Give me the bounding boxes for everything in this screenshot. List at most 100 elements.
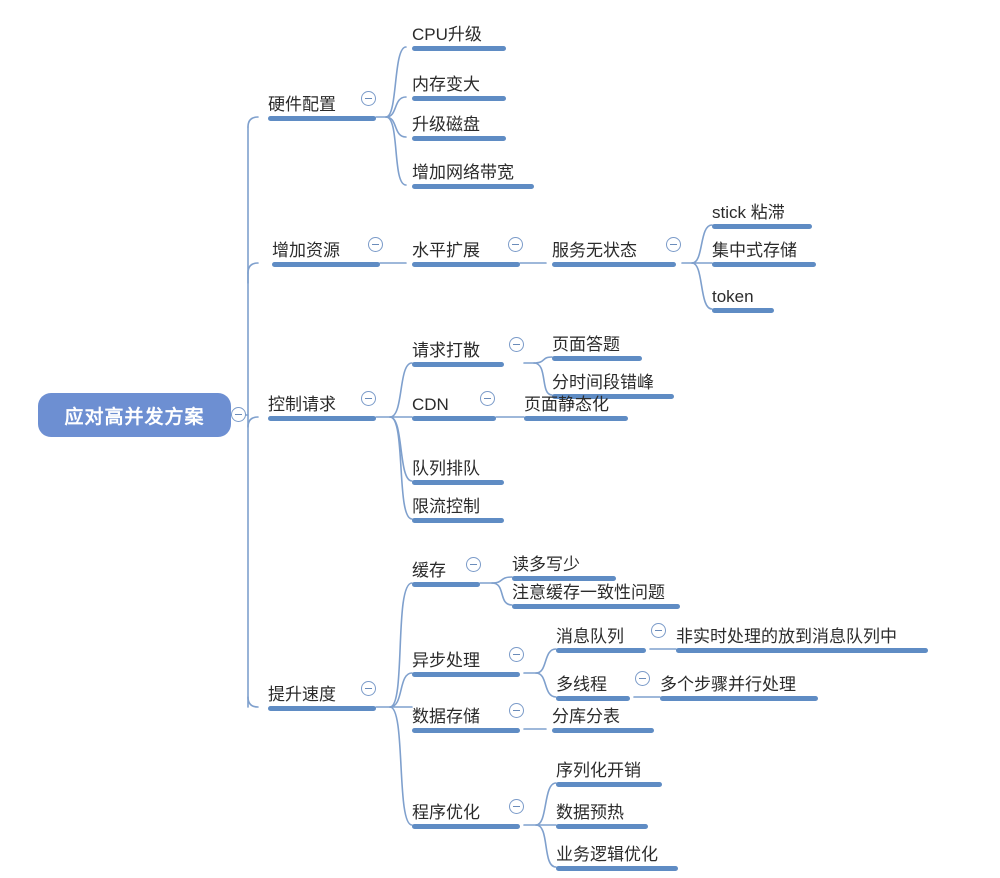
topic-cache-consistency[interactable]: 注意缓存一致性问题 xyxy=(512,573,680,609)
topic-data-storage-collapse-toggle[interactable] xyxy=(509,703,524,718)
topic-underline xyxy=(412,480,504,485)
topic-underline xyxy=(412,46,506,51)
topic-page-static-label: 页面静态化 xyxy=(524,395,609,414)
topic-stateless-service-label: 服务无状态 xyxy=(552,241,637,260)
topic-cdn-label: CDN xyxy=(412,395,449,414)
topic-request-spreading-collapse-toggle[interactable] xyxy=(509,337,524,352)
topic-stateless-service-collapse-toggle[interactable] xyxy=(666,237,681,252)
topic-parallel-steps-label: 多个步骤并行处理 xyxy=(660,675,796,694)
topic-underline xyxy=(556,866,678,871)
topic-data-prewarm-label: 数据预热 xyxy=(556,803,624,822)
topic-horizontal-scaling[interactable]: 水平扩展 xyxy=(412,231,520,267)
topic-request-spreading-label: 请求打散 xyxy=(412,341,480,360)
topic-sharding[interactable]: 分库分表 xyxy=(552,697,654,733)
topic-memory-increase[interactable]: 内存变大 xyxy=(412,69,506,101)
topic-underline xyxy=(412,824,520,829)
topic-centralized-storage-label: 集中式存储 xyxy=(712,241,797,260)
topic-horizontal-scaling-collapse-toggle[interactable] xyxy=(508,237,523,252)
topic-add-resources-collapse-toggle[interactable] xyxy=(368,237,383,252)
topic-underline xyxy=(524,416,628,421)
topic-underline xyxy=(712,308,774,313)
topic-underline xyxy=(552,394,674,399)
topic-multithreading[interactable]: 多线程 xyxy=(556,665,630,701)
topic-control-requests[interactable]: 控制请求 xyxy=(268,385,376,421)
topic-non-realtime-to-queue[interactable]: 非实时处理的放到消息队列中 xyxy=(676,617,928,653)
topic-cpu-upgrade[interactable]: CPU升级 xyxy=(412,19,506,51)
topic-stateless-service[interactable]: 服务无状态 xyxy=(552,231,676,267)
topic-underline xyxy=(552,356,642,361)
root-node[interactable]: 应对高并发方案 xyxy=(38,393,231,437)
topic-message-queue-collapse-toggle[interactable] xyxy=(651,623,666,638)
topic-underline xyxy=(412,518,504,523)
topic-underline xyxy=(712,262,816,267)
topic-control-requests-collapse-toggle[interactable] xyxy=(361,391,376,406)
topic-async-processing-label: 异步处理 xyxy=(412,651,480,670)
topic-cdn-collapse-toggle[interactable] xyxy=(480,391,495,406)
topic-improve-speed-collapse-toggle[interactable] xyxy=(361,681,376,696)
topic-disk-upgrade[interactable]: 升级磁盘 xyxy=(412,109,506,141)
topic-cache-label: 缓存 xyxy=(412,561,446,580)
topic-data-storage-label: 数据存储 xyxy=(412,707,480,726)
topic-page-quiz-label: 页面答题 xyxy=(552,335,620,354)
topic-add-resources-label: 增加资源 xyxy=(272,241,340,260)
topic-business-logic-optimization[interactable]: 业务逻辑优化 xyxy=(556,835,678,871)
topic-underline xyxy=(512,576,616,581)
topic-cache[interactable]: 缓存 xyxy=(412,551,480,587)
topic-non-realtime-to-queue-label: 非实时处理的放到消息队列中 xyxy=(676,627,897,646)
topic-request-spreading[interactable]: 请求打散 xyxy=(412,331,504,367)
topic-hardware-collapse-toggle[interactable] xyxy=(361,91,376,106)
topic-underline xyxy=(556,824,648,829)
topic-program-optimization[interactable]: 程序优化 xyxy=(412,793,520,829)
topic-multithreading-collapse-toggle[interactable] xyxy=(635,671,650,686)
topic-cdn[interactable]: CDN xyxy=(412,385,496,421)
topic-token-label: token xyxy=(712,287,754,306)
topic-async-processing-collapse-toggle[interactable] xyxy=(509,647,524,662)
topic-underline xyxy=(268,116,376,121)
topic-multithreading-label: 多线程 xyxy=(556,675,607,694)
topic-underline xyxy=(412,582,480,587)
topic-add-resources[interactable]: 增加资源 xyxy=(272,231,380,267)
topic-data-storage[interactable]: 数据存储 xyxy=(412,697,520,733)
topic-program-optimization-label: 程序优化 xyxy=(412,803,480,822)
topic-page-static[interactable]: 页面静态化 xyxy=(524,385,628,421)
topic-rate-limiting[interactable]: 限流控制 xyxy=(412,487,504,523)
topic-network-bandwidth-label: 增加网络带宽 xyxy=(412,163,514,182)
topic-data-prewarm[interactable]: 数据预热 xyxy=(556,793,648,829)
topic-business-logic-optimization-label: 业务逻辑优化 xyxy=(556,845,658,864)
topic-read-heavy-label: 读多写少 xyxy=(512,555,580,574)
topic-network-bandwidth[interactable]: 增加网络带宽 xyxy=(412,157,534,189)
topic-improve-speed[interactable]: 提升速度 xyxy=(268,675,376,711)
topic-queue-lineup[interactable]: 队列排队 xyxy=(412,449,504,485)
root-collapse-toggle[interactable] xyxy=(231,407,246,422)
topic-queue-lineup-label: 队列排队 xyxy=(412,459,480,478)
topic-time-slot-stagger[interactable]: 分时间段错峰 xyxy=(552,363,674,399)
topic-page-quiz[interactable]: 页面答题 xyxy=(552,325,642,361)
topic-cpu-upgrade-label: CPU升级 xyxy=(412,25,482,44)
topic-underline xyxy=(556,648,646,653)
topic-centralized-storage[interactable]: 集中式存储 xyxy=(712,235,816,267)
topic-underline xyxy=(660,696,818,701)
topic-read-heavy[interactable]: 读多写少 xyxy=(512,545,616,581)
topic-async-processing[interactable]: 异步处理 xyxy=(412,641,520,677)
topic-improve-speed-label: 提升速度 xyxy=(268,685,336,704)
topic-underline xyxy=(412,184,534,189)
topic-memory-increase-label: 内存变大 xyxy=(412,75,480,94)
topic-token[interactable]: token xyxy=(712,281,774,313)
topic-underline xyxy=(512,604,680,609)
topic-cache-collapse-toggle[interactable] xyxy=(466,557,481,572)
topic-serialization-cost[interactable]: 序列化开销 xyxy=(556,751,662,787)
topic-underline xyxy=(268,416,376,421)
topic-parallel-steps[interactable]: 多个步骤并行处理 xyxy=(660,665,818,701)
topic-disk-upgrade-label: 升级磁盘 xyxy=(412,115,480,134)
topic-stick-session[interactable]: stick 粘滞 xyxy=(712,197,812,229)
topic-underline xyxy=(412,672,520,677)
topic-sharding-label: 分库分表 xyxy=(552,707,620,726)
topic-program-optimization-collapse-toggle[interactable] xyxy=(509,799,524,814)
topic-underline xyxy=(556,696,630,701)
topic-message-queue[interactable]: 消息队列 xyxy=(556,617,646,653)
topic-underline xyxy=(676,648,928,653)
topic-serialization-cost-label: 序列化开销 xyxy=(556,761,641,780)
topic-hardware[interactable]: 硬件配置 xyxy=(268,85,376,121)
topic-control-requests-label: 控制请求 xyxy=(268,395,336,414)
